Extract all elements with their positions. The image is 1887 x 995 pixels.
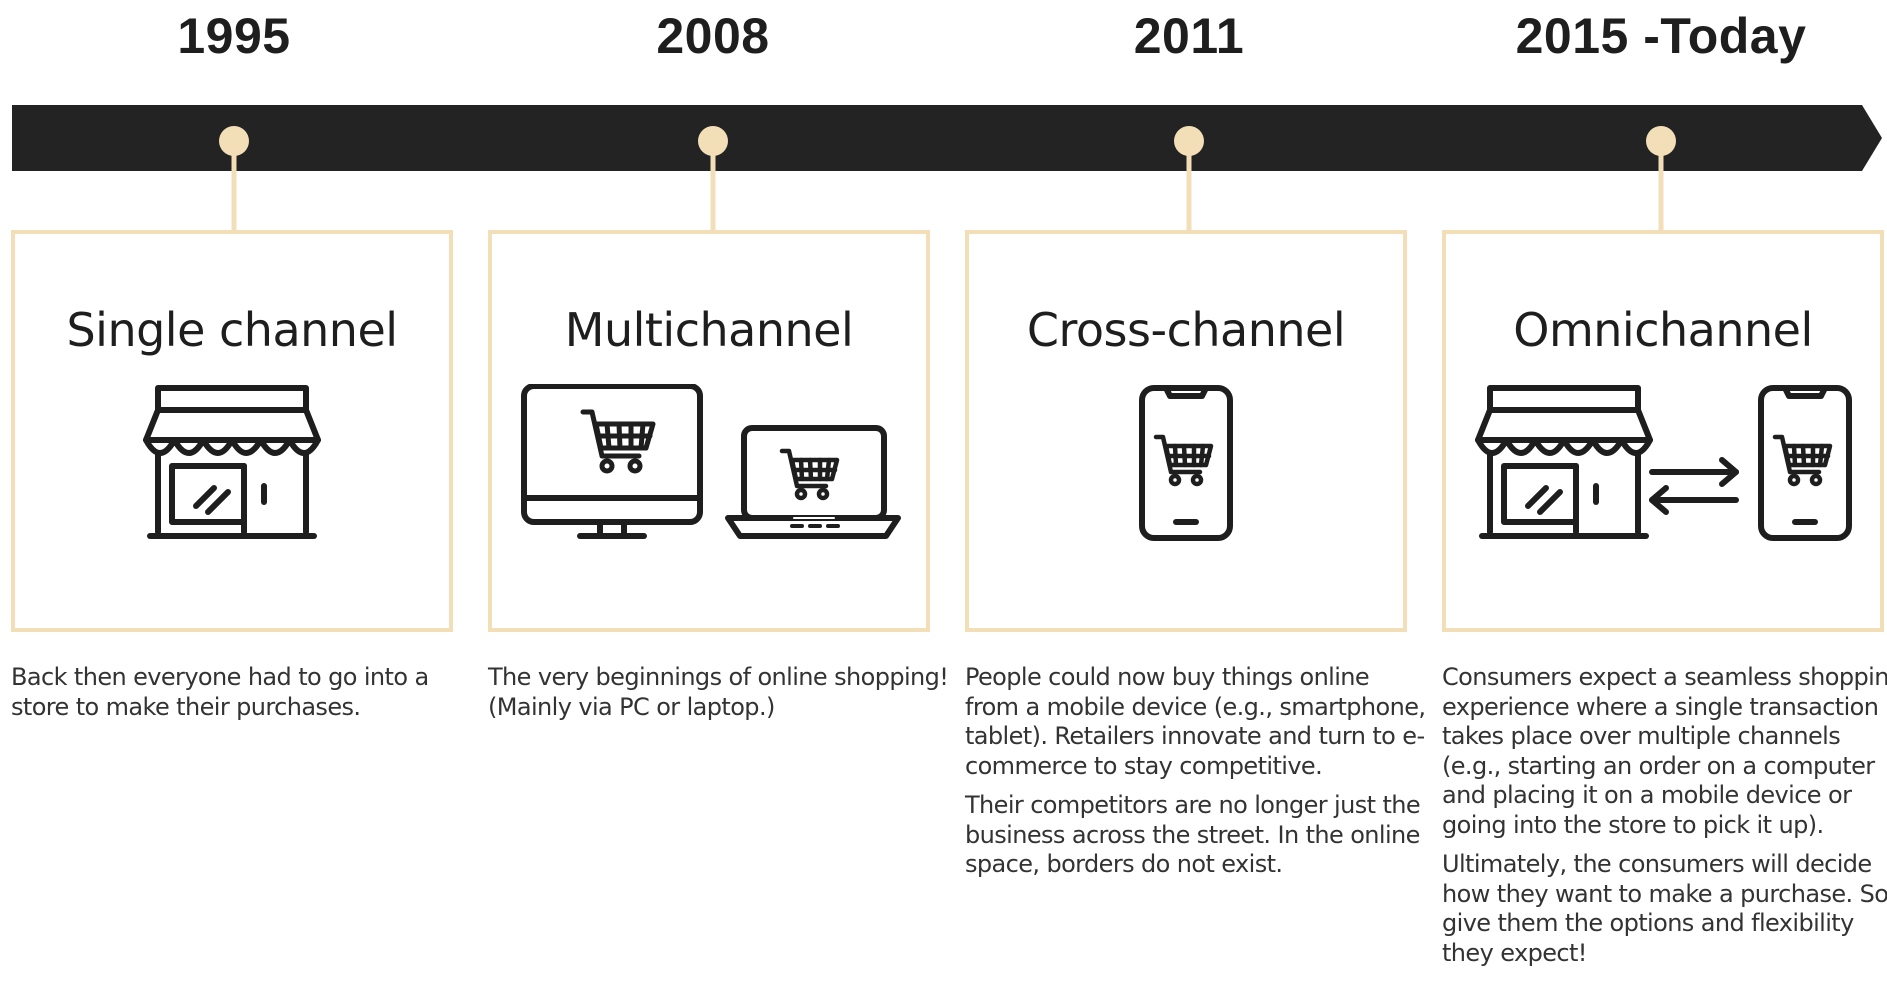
smartphone-cart-icon bbox=[1139, 385, 1233, 541]
description-paragraph: The very beginnings of online shopping! … bbox=[488, 663, 949, 721]
description-paragraph: Ultimately, the consumers will decide ho… bbox=[1442, 850, 1887, 967]
storefront-icon bbox=[143, 385, 321, 539]
era-card-cross-channel: Cross-channel bbox=[965, 230, 1407, 632]
card-illustration bbox=[1139, 385, 1233, 541]
storefront-icon bbox=[1475, 385, 1653, 539]
era-description-cross-channel: People could now buy things online from … bbox=[965, 663, 1427, 890]
description-paragraph: Their competitors are no longer just the… bbox=[965, 791, 1421, 878]
era-title: Multichannel bbox=[564, 303, 854, 357]
timeline-arrow-bar bbox=[12, 105, 1882, 171]
timeline-node-1995 bbox=[219, 126, 249, 156]
timeline-arrow bbox=[12, 105, 1882, 232]
card-illustration bbox=[143, 385, 321, 539]
timeline-node-2008 bbox=[698, 126, 728, 156]
year-label-2015-today: 2015 -Today bbox=[1515, 8, 1807, 64]
description-paragraph: Back then everyone had to go into a stor… bbox=[11, 663, 429, 721]
era-card-single-channel: Single channel bbox=[11, 230, 453, 632]
desktop-cart-icon bbox=[521, 384, 703, 539]
smartphone-cart-icon bbox=[1758, 385, 1852, 541]
era-title: Omnichannel bbox=[1513, 303, 1813, 357]
description-paragraph: People could now buy things online from … bbox=[965, 663, 1426, 780]
era-description-multichannel: The very beginnings of online shopping! … bbox=[488, 663, 950, 732]
era-card-multichannel: Multichannel bbox=[488, 230, 930, 632]
year-label-1995: 1995 bbox=[177, 8, 291, 64]
era-title: Single channel bbox=[66, 303, 398, 357]
year-label-2008: 2008 bbox=[656, 8, 770, 64]
era-description-omnichannel: Consumers expect a seamless shopping exp… bbox=[1442, 663, 1887, 978]
timeline-node-2011 bbox=[1174, 126, 1204, 156]
era-description-single-channel: Back then everyone had to go into a stor… bbox=[11, 663, 473, 732]
era-card-omnichannel: Omnichannel bbox=[1442, 230, 1884, 632]
year-label-2011: 2011 bbox=[1133, 8, 1245, 64]
description-paragraph: Consumers expect a seamless shopping exp… bbox=[1442, 663, 1887, 839]
card-illustration bbox=[1475, 385, 1852, 541]
exchange-arrows-icon bbox=[1649, 457, 1739, 515]
era-title: Cross-channel bbox=[1026, 303, 1346, 357]
card-illustration bbox=[521, 384, 901, 539]
timeline-node-2015 bbox=[1646, 126, 1676, 156]
laptop-cart-icon bbox=[725, 425, 901, 539]
